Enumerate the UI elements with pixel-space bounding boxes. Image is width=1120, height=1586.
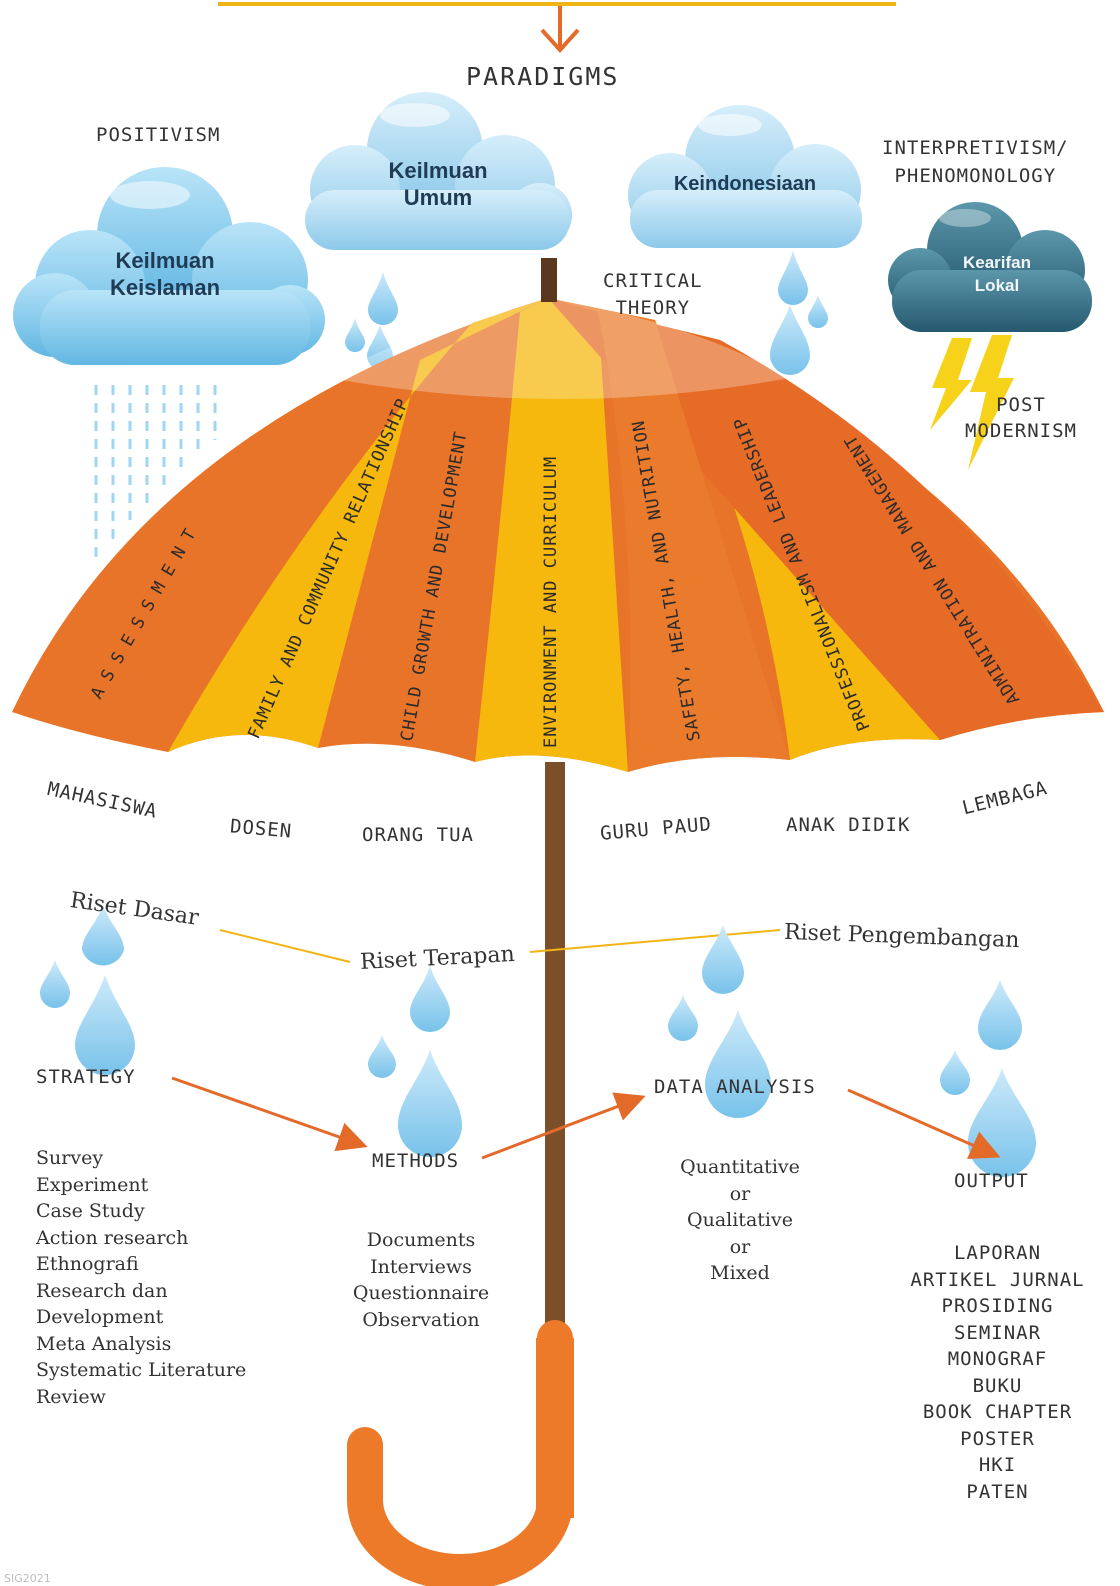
data-analysis-label: DATA ANALYSIS — [654, 1076, 816, 1098]
svg-text:Keindonesiaan: Keindonesiaan — [674, 173, 816, 195]
strategy-item: Research dan — [36, 1279, 168, 1302]
interpretivism-label: INTERPRETIVISM/PHENOMONOLOGY — [882, 137, 1069, 187]
strategy-item: Ethnografi — [36, 1253, 139, 1275]
output-label: OUTPUT — [954, 1170, 1029, 1192]
umbrella-tip — [541, 258, 557, 302]
strategy-item: Action research — [36, 1226, 189, 1249]
lightning-icon — [930, 335, 1014, 470]
strategy-item: Case Study — [36, 1200, 145, 1222]
output-list: LAPORAN ARTIKEL JURNAL PROSIDING SEMINAR MON… — [890, 1240, 1105, 1505]
strategy-item: Systematic Literature — [36, 1359, 247, 1381]
raindrop-group-top — [345, 250, 828, 375]
output-item: ARTIKEL JURNAL — [910, 1268, 1085, 1291]
method-item: Documents — [366, 1229, 476, 1251]
umbrella-handle — [347, 1320, 573, 1586]
cloud-keindonesiaan: Keindonesiaan — [628, 105, 862, 248]
paradigms-title: PARADIGMS — [466, 62, 620, 91]
credit-text: SIG2021 — [4, 1572, 51, 1585]
handle-grip — [536, 1338, 574, 1518]
strategy-label: STRATEGY — [36, 1066, 136, 1088]
umbrella-shaft — [545, 762, 565, 1342]
output-item: LAPORAN — [953, 1242, 1042, 1264]
stakeholder-orang-tua: ORANG TUA — [362, 824, 474, 846]
positivism-label: POSITIVISM — [96, 124, 221, 146]
output-item: MONOGRAF — [947, 1348, 1048, 1370]
strategy-item: Experiment — [36, 1173, 149, 1196]
analysis-item: or — [729, 1182, 751, 1205]
flow-arrows — [171, 1076, 1001, 1160]
analysis-item: or — [729, 1235, 751, 1258]
method-item: Interviews — [370, 1255, 472, 1278]
strategy-item: Development — [36, 1306, 164, 1328]
down-arrow-icon — [540, 6, 580, 53]
stakeholder-anak-didik: ANAK DIDIK — [786, 814, 911, 836]
strategy-item: Meta Analysis — [36, 1332, 172, 1355]
output-item: SEMINAR — [953, 1321, 1042, 1344]
umbrella-canopy — [12, 298, 1104, 772]
output-item: PROSIDING — [941, 1295, 1054, 1317]
output-item: BUKU — [972, 1374, 1023, 1397]
output-item: BOOK CHAPTER — [922, 1401, 1073, 1423]
strategy-item: Review — [36, 1385, 106, 1408]
output-item: HKI — [978, 1454, 1017, 1476]
analysis-item: Qualitative — [687, 1209, 793, 1231]
method-item: Observation — [362, 1308, 480, 1331]
strategy-item: Survey — [36, 1147, 104, 1169]
analysis-item: Mixed — [710, 1262, 770, 1284]
analysis-item: Quantitative — [680, 1156, 800, 1178]
output-item: PATEN — [966, 1480, 1029, 1503]
method-item: Questionnaire — [352, 1282, 490, 1304]
panel-environment: ENVIRONMENT AND CURRICULUM — [541, 456, 561, 748]
research-connector-lines — [219, 929, 781, 963]
output-item: POSTER — [960, 1427, 1035, 1450]
rain-streaks — [94, 385, 217, 560]
methods-label: METHODS — [372, 1150, 460, 1172]
